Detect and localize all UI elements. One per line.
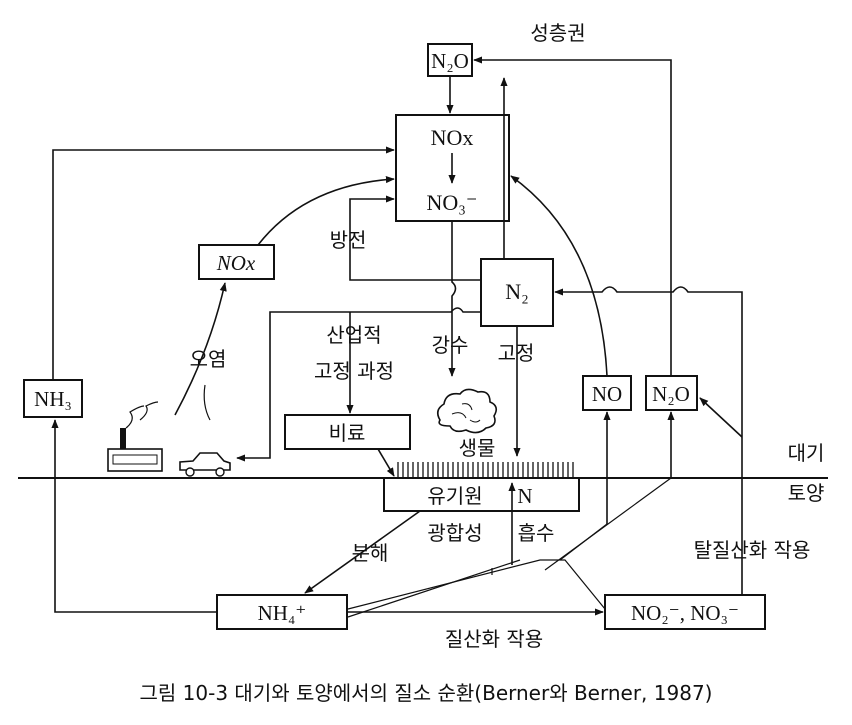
pollution-curve-2 [203, 384, 211, 421]
nh3-label: NH₃ [34, 387, 72, 411]
stratosphere-label: 성층권 [530, 21, 585, 45]
n2-box [480, 258, 554, 327]
arrow-no-to-nox-box [510, 175, 608, 377]
soil-line-no2-to-organic [347, 559, 521, 618]
arrow-pollution [174, 282, 227, 416]
arrow-nh3-to-nox [52, 146, 395, 380]
no-box [582, 375, 632, 411]
n2-label: N₂ [505, 279, 529, 304]
no3-label: NO₃⁻ [426, 190, 477, 215]
no2-no3-label: NO₂⁻, NO₃⁻ [631, 601, 739, 625]
lightning-label: 방전 [330, 228, 367, 252]
arrow-nh4-to-nh3 [51, 419, 217, 613]
arrow-denitrification-to-n2 [554, 286, 743, 595]
n2o-right-box [645, 375, 698, 411]
soil-line-organic-to-no [559, 523, 608, 561]
arrow-industrial-fixation [236, 307, 481, 462]
nox-left-label: NOx [216, 251, 256, 275]
denitrification-label: 탈질산화 작용 [694, 538, 811, 562]
soil-label: 토양 [788, 481, 825, 505]
nitrification-label: 질산화 작용 [445, 627, 543, 651]
n2o-right-label: N₂O [652, 382, 690, 406]
factory-icon [107, 401, 163, 472]
organic-n-box [383, 477, 580, 512]
arrow-fertilizer-to-soil [377, 448, 395, 477]
no2-no3-box [604, 594, 766, 630]
arrow-n2o-right-to-stratosphere [473, 56, 672, 376]
nox-label: NOx [431, 125, 474, 150]
organic-n-symbol: N [517, 484, 532, 508]
arrow-decomposition [304, 510, 421, 594]
precipitation-label: 강수 [432, 333, 469, 357]
arrow-pollution-nox-to-box [257, 175, 395, 246]
vegetation-ticks [397, 462, 574, 478]
pollution-label: 오염 [190, 347, 227, 371]
photosynthetic-label: 광합성 [427, 521, 482, 545]
car-icon [179, 452, 231, 477]
biota-label: 생물 [459, 436, 496, 460]
arrow-lightning-to-no3 [349, 195, 481, 281]
nox-left-box [198, 244, 275, 280]
industrial-fixation-label-2: 고정 과정 [314, 359, 394, 383]
no-label: NO [592, 382, 622, 406]
biota-cloud-detail [451, 403, 481, 423]
figure-caption: 그림 10-3 대기와 토양에서의 질소 순환(Berner와 Berner, … [140, 681, 713, 705]
atmosphere-label: 대기 [788, 441, 825, 465]
organic-n-label: 유기원 [427, 484, 482, 508]
nh4-label: NH₄⁺ [258, 601, 307, 625]
soil-line-no-branch [347, 559, 606, 610]
industrial-fixation-label-1: 산업적 [326, 323, 381, 347]
biota-cloud-icon [436, 388, 498, 434]
fertilizer-label: 비료 [329, 421, 366, 445]
precipitation-line [448, 221, 457, 377]
fixation-label: 고정 [498, 341, 535, 365]
decomposition-label: 분해 [352, 541, 389, 565]
fertilizer-box [284, 414, 411, 450]
uptake-label: 흡수 [518, 521, 555, 545]
arrow-denitrification-to-n2o [699, 397, 743, 438]
n2o-top-label: N₂O [431, 49, 469, 73]
